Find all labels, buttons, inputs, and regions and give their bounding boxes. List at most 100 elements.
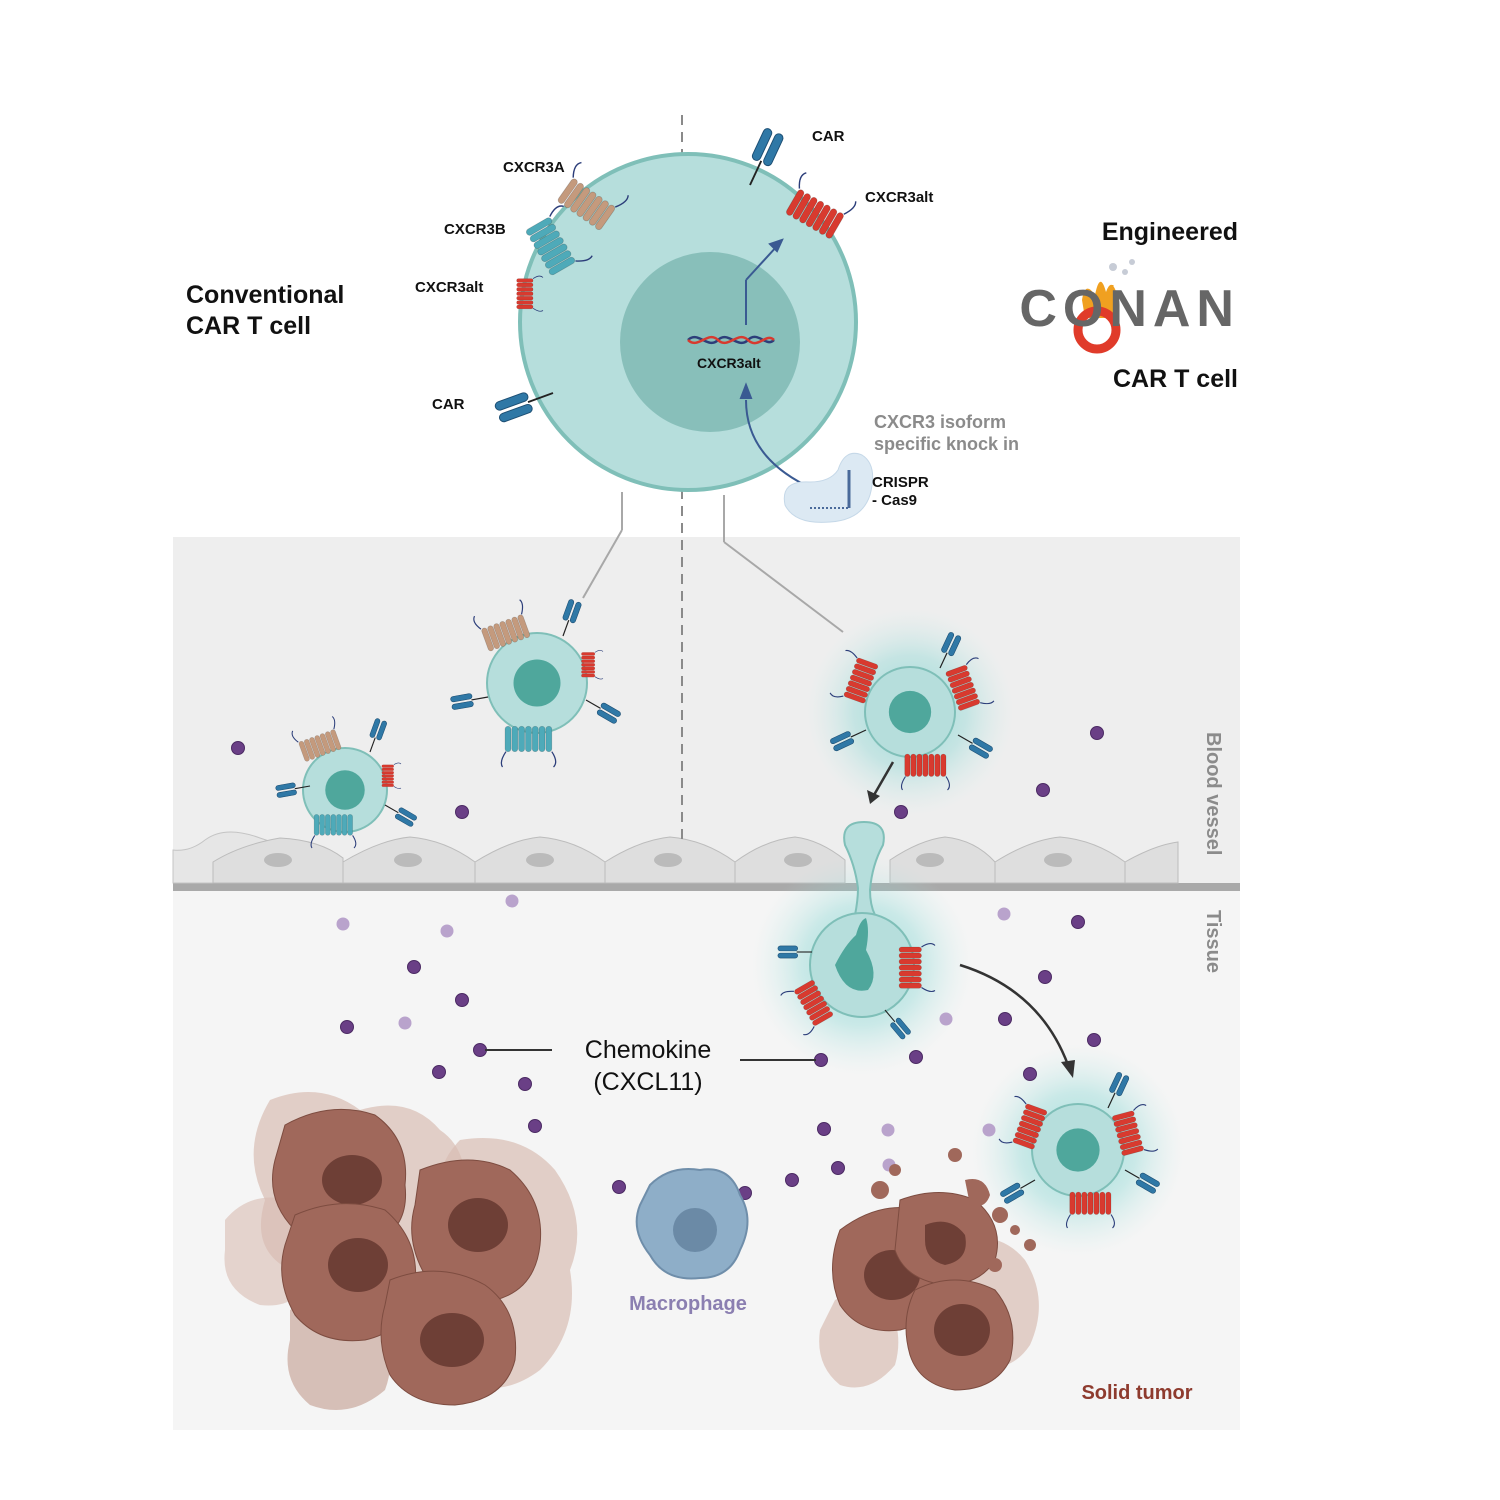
chemokine-dot-faded xyxy=(398,1016,412,1030)
chemokine-dot xyxy=(432,1065,446,1079)
conv2-cxcr3a xyxy=(473,599,531,652)
chemokine-dot xyxy=(831,1161,845,1175)
conv1-cxcr3a xyxy=(291,716,342,762)
eng3-cxcr3alt-a xyxy=(998,1095,1048,1150)
chemokine-dot xyxy=(909,1050,923,1064)
eng1-cxcr3alt-b xyxy=(945,657,995,711)
label-chemokine-line2: (CXCL11) xyxy=(593,1068,702,1096)
label-crispr-line2: - Cas9 xyxy=(872,492,917,509)
conventional-cell-1 xyxy=(302,747,388,833)
chemokine-dot xyxy=(894,805,908,819)
big-cxcr3b-receptor xyxy=(525,205,593,276)
chemokine-dot-faded xyxy=(939,1012,953,1026)
conv2-cxcr3alt xyxy=(581,650,604,680)
chemokine-dot xyxy=(1087,1033,1101,1047)
chemokine-dot xyxy=(1038,970,1052,984)
label-cxcr3alt-right: CXCR3alt xyxy=(865,189,933,206)
zoom-line-right xyxy=(723,541,844,633)
crispr-cas9-icon xyxy=(783,452,874,523)
conv2-cxcr3b xyxy=(500,725,557,768)
label-knockin-line2: specific knock in xyxy=(874,434,1019,454)
solid-tumor-right xyxy=(819,1148,1039,1391)
vessel-wall xyxy=(173,883,1240,891)
eng2-car-a xyxy=(777,945,812,959)
chemokine-dot xyxy=(785,1173,799,1187)
chemokine-dot xyxy=(1023,1067,1037,1081)
chemokine-dot-faded xyxy=(997,907,1011,921)
eng2-cxcr3alt-a xyxy=(780,980,834,1036)
chemokine-dot-faded xyxy=(505,894,519,908)
conv1-cxcr3alt xyxy=(381,762,402,789)
conv2-car-b xyxy=(450,693,489,710)
chemokine-dot xyxy=(340,1020,354,1034)
chemokine-dot-faded xyxy=(982,1123,996,1137)
big-car-left xyxy=(494,392,554,423)
eng2-cxcr3alt-b xyxy=(898,943,936,993)
big-cxcr3alt-receptor-right xyxy=(786,172,857,239)
conv1-cxcr3b xyxy=(310,814,357,849)
chemokine-dot xyxy=(1036,783,1050,797)
chemokine-dot-faded xyxy=(440,924,454,938)
chemokine-dot xyxy=(612,1180,626,1194)
eng1-car-c xyxy=(957,734,993,759)
chemokine-dot xyxy=(455,805,469,819)
solid-tumor-left xyxy=(224,1092,578,1410)
conan-logo xyxy=(1073,259,1135,354)
label-nucleus-gene: CXCR3alt xyxy=(697,355,761,371)
extravasating-cell xyxy=(752,820,972,1075)
chemokine-dot xyxy=(817,1122,831,1136)
conv2-car-a xyxy=(562,599,582,637)
big-cxcr3alt-receptor-left xyxy=(516,275,544,312)
receptor-layer xyxy=(494,128,857,423)
conv1-car-c xyxy=(384,804,417,827)
label-cxcr3b: CXCR3B xyxy=(444,221,506,238)
chemokine-dot-faded xyxy=(881,1123,895,1137)
chemokine-layer xyxy=(231,726,1104,1200)
label-tissue: Tissue xyxy=(1202,910,1224,973)
migration-arrow-1 xyxy=(867,761,895,804)
engineered-title: Engineered xyxy=(1102,218,1238,246)
eng1-car-a xyxy=(939,632,962,669)
big-car-right xyxy=(749,128,784,186)
eng3-car-c xyxy=(1124,1169,1160,1194)
chemokine-dot xyxy=(473,1043,487,1057)
label-knockin-line1: CXCR3 isoform xyxy=(874,412,1006,432)
chemokine-dot xyxy=(455,993,469,1007)
eng1-cxcr3alt-c xyxy=(900,753,950,791)
label-solid-tumor: Solid tumor xyxy=(1081,1382,1192,1404)
chemokine-dot-faded xyxy=(336,917,350,931)
conv1-car-a xyxy=(369,718,387,753)
engineered-cell-1 xyxy=(806,608,1014,816)
chemokine-dot xyxy=(1090,726,1104,740)
big-cxcr3a-receptor xyxy=(557,161,629,231)
eng3-car-a xyxy=(1107,1072,1130,1109)
dna-helix-icon xyxy=(687,335,775,345)
label-crispr-line1: CRISPR xyxy=(872,474,929,491)
chemokine-dot xyxy=(528,1119,542,1133)
small-cells-layer xyxy=(275,599,1184,1256)
macrophage-icon xyxy=(635,1168,749,1280)
eng3-cxcr3alt-c xyxy=(1065,1191,1115,1229)
chemokine-dot xyxy=(998,1012,1012,1026)
chemokine-dot xyxy=(407,960,421,974)
logo-word: CONAN xyxy=(1019,280,1240,338)
conv2-car-c xyxy=(585,699,621,724)
eng2-car-b xyxy=(884,1009,911,1040)
chemokine-dot xyxy=(1071,915,1085,929)
eng1-cxcr3alt-a xyxy=(829,649,879,704)
label-car-right: CAR xyxy=(812,128,845,145)
conventional-title-line2: CAR T cell xyxy=(186,312,311,340)
conventional-title-line1: Conventional xyxy=(186,281,344,309)
conv1-car-b xyxy=(275,782,311,798)
engineered-title-line2: CAR T cell xyxy=(1113,365,1238,393)
label-car-left: CAR xyxy=(432,396,465,413)
zoom-line-left xyxy=(582,529,623,599)
conventional-cell-2 xyxy=(486,632,588,734)
eng1-car-b xyxy=(830,729,867,752)
label-cxcr3a: CXCR3A xyxy=(503,159,565,176)
label-chemokine-line1: Chemokine xyxy=(585,1036,711,1064)
label-cxcr3alt-left: CXCR3alt xyxy=(415,279,483,296)
label-blood-vessel: Blood vessel xyxy=(1202,732,1224,855)
knockin-arrow xyxy=(739,238,806,486)
